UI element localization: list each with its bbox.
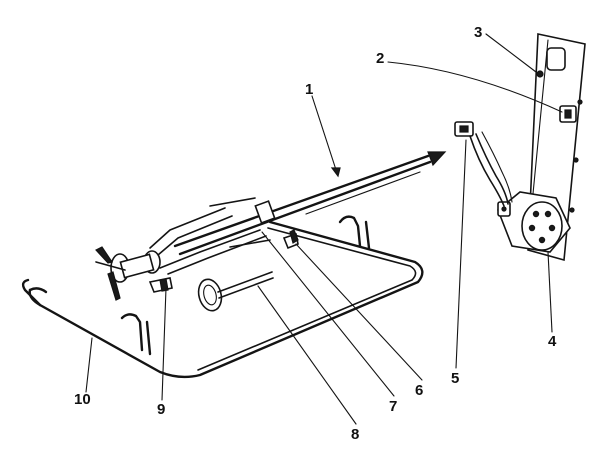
spit-handle — [95, 246, 161, 301]
callout-8: 8 — [351, 426, 359, 443]
callout-2: 2 — [376, 50, 384, 67]
rack-frame — [21, 215, 424, 379]
callout-4: 4 — [548, 333, 557, 350]
spit-clip — [148, 277, 173, 293]
callout-7: 7 — [389, 398, 397, 415]
callout-9: 9 — [157, 401, 165, 418]
leader-lines — [85, 33, 563, 425]
callout-6: 6 — [415, 382, 423, 399]
spit-rod — [173, 151, 447, 256]
bracket-switch — [559, 105, 577, 123]
meat-thermometer — [197, 271, 274, 312]
callout-5: 5 — [451, 370, 459, 387]
thumb-screw — [282, 229, 299, 250]
callout-3: 3 — [474, 24, 482, 41]
callout-labels: 1 2 3 4 5 6 7 8 9 10 — [74, 24, 557, 443]
callout-10: 10 — [74, 391, 91, 408]
spit-forks — [149, 197, 276, 275]
rotisserie-motor — [497, 191, 571, 253]
callout-1: 1 — [305, 81, 313, 98]
wire-harness — [454, 121, 513, 207]
